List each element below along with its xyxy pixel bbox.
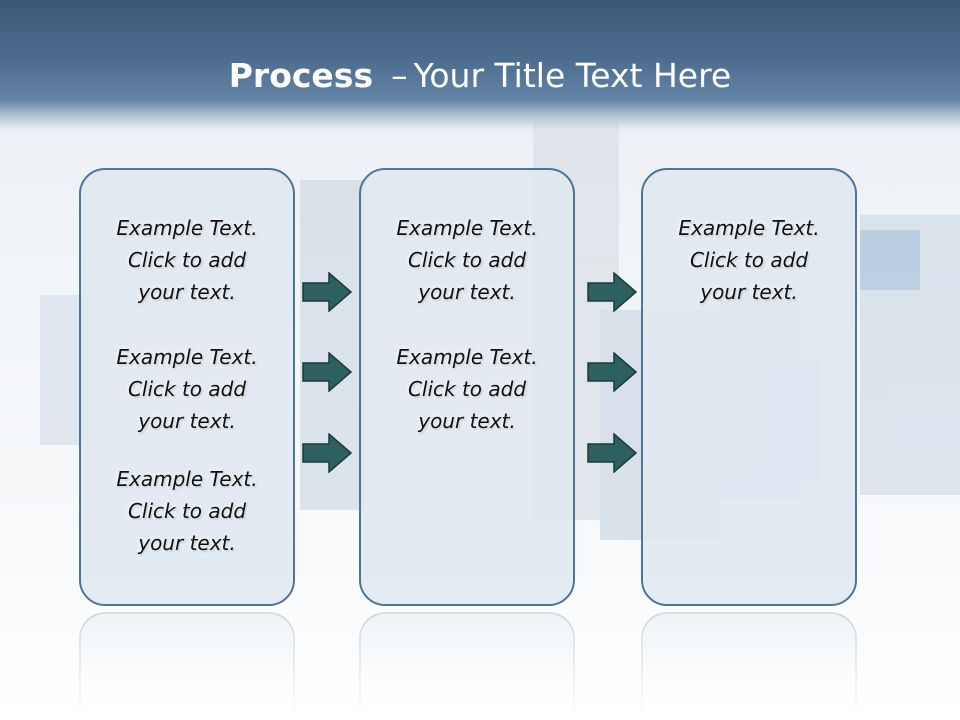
text-item[interactable]: Example Text. Click to add your text. xyxy=(361,341,573,437)
text-item[interactable]: Example Text. Click to add your text. xyxy=(81,212,293,308)
process-box-1[interactable]: Example Text. Click to add your text. Ex… xyxy=(79,168,295,606)
text-line: your text. xyxy=(700,280,798,304)
process-box-3[interactable]: Example Text. Click to add your text. xyxy=(641,168,857,606)
title-separator: – xyxy=(391,56,408,95)
text-line: your text. xyxy=(418,409,516,433)
right-arrow-icon[interactable] xyxy=(587,433,637,473)
box-reflection-2 xyxy=(359,612,575,720)
header-band xyxy=(0,0,960,130)
slide-title[interactable]: Process–Your Title Text Here xyxy=(0,56,960,96)
text-item[interactable]: Example Text. Click to add your text. xyxy=(643,212,855,308)
title-rest: Your Title Text Here xyxy=(413,56,732,95)
right-arrow-icon[interactable] xyxy=(587,272,637,312)
text-line: Click to add xyxy=(689,248,809,272)
right-arrow-icon[interactable] xyxy=(302,272,352,312)
text-line: Example Text. xyxy=(116,467,258,491)
title-bold: Process xyxy=(228,56,374,95)
text-line: your text. xyxy=(418,280,516,304)
text-line: Click to add xyxy=(127,377,247,401)
text-line: your text. xyxy=(138,531,236,555)
text-line: your text. xyxy=(138,409,236,433)
text-line: Example Text. xyxy=(396,216,538,240)
text-item[interactable]: Example Text. Click to add your text. xyxy=(81,341,293,437)
process-box-2[interactable]: Example Text. Click to add your text. Ex… xyxy=(359,168,575,606)
text-line: Click to add xyxy=(407,248,527,272)
text-line: Example Text. xyxy=(116,345,258,369)
box-reflection-1 xyxy=(79,612,295,720)
text-line: Click to add xyxy=(127,499,247,523)
text-line: Example Text. xyxy=(116,216,258,240)
right-arrow-icon[interactable] xyxy=(302,352,352,392)
right-arrow-icon[interactable] xyxy=(587,352,637,392)
text-line: your text. xyxy=(138,280,236,304)
box-reflection-3 xyxy=(641,612,857,720)
text-line: Click to add xyxy=(407,377,527,401)
text-item[interactable]: Example Text. Click to add your text. xyxy=(361,212,573,308)
text-item[interactable]: Example Text. Click to add your text. xyxy=(81,463,293,559)
text-line: Click to add xyxy=(127,248,247,272)
text-line: Example Text. xyxy=(396,345,538,369)
right-arrow-icon[interactable] xyxy=(302,433,352,473)
text-line: Example Text. xyxy=(678,216,820,240)
